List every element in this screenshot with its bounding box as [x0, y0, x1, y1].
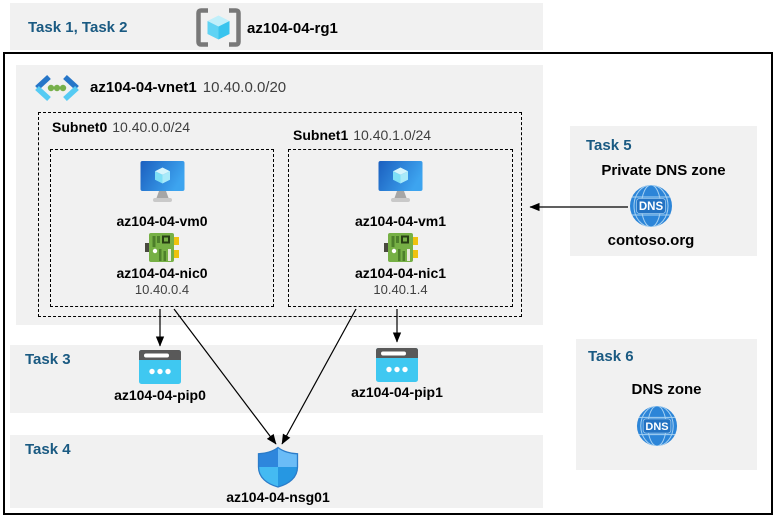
resource-group-name: az104-04-rg1	[247, 20, 338, 37]
nic1-name: az104-04-nic1	[354, 265, 447, 281]
task-4-section: Task 4 az104-04-nsg01	[10, 435, 543, 508]
vnet-title: az104-04-vnet1 10.40.0.0/20	[90, 79, 286, 97]
dns-zone-title: DNS zone	[631, 381, 702, 398]
pip1-icon	[376, 348, 418, 382]
task-4-label: Task 4	[25, 441, 71, 458]
pip1-name: az104-04-pip1	[351, 384, 443, 400]
task-5-label: Task 5	[586, 137, 632, 154]
subnets-container	[38, 112, 522, 317]
nic0-name: az104-04-nic0	[116, 265, 208, 281]
nic1-icon	[383, 233, 418, 262]
vm0-name: az104-04-vm0	[116, 213, 208, 229]
subnet1-box	[288, 149, 513, 307]
private-dns-zone-name: contoso.org	[607, 232, 695, 249]
vm0-icon	[140, 161, 184, 202]
subnet0-cidr: 10.40.0.0/24	[112, 119, 191, 135]
private-dns-zone-title: Private DNS zone	[601, 162, 726, 179]
task-1-2-section: Task 1, Task 2 az104-04-rg1	[10, 3, 543, 50]
vnet-name: az104-04-vnet1	[90, 79, 197, 96]
vm1-name: az104-04-vm1	[354, 213, 447, 229]
nic0-icon	[145, 233, 179, 262]
task-1-2-label: Task 1, Task 2	[28, 19, 128, 36]
private-dns-icon: DNS	[630, 185, 672, 227]
vm1-icon	[378, 161, 423, 202]
dns-zone-icon: DNS	[636, 405, 678, 447]
task-3-label: Task 3	[25, 351, 71, 368]
pip0-icon	[139, 350, 181, 384]
nic0-ip: 10.40.0.4	[134, 282, 190, 297]
subnet1-content: az104-04-vm1 az104-04-nic1 10.40.1.4	[288, 149, 513, 307]
subnet0-box	[50, 149, 274, 307]
pip0-name: az104-04-pip0	[114, 387, 206, 403]
subnet1-name: Subnet1	[293, 127, 349, 143]
dns-icon-text: DNS	[639, 201, 664, 213]
nic1-ip: 10.40.1.4	[373, 282, 428, 297]
vnet-section	[16, 65, 543, 325]
dns-icon-text: DNS	[645, 421, 668, 433]
nsg-icon	[257, 446, 299, 488]
task-5-section: Task 5 Private DNS zone DNS contoso.org	[570, 126, 757, 256]
nsg-name: az104-04-nsg01	[226, 489, 330, 505]
resource-group-icon	[196, 8, 241, 47]
task-6-section: Task 6 DNS zone DNS	[576, 339, 757, 470]
vnet-cidr: 10.40.0.0/20	[202, 79, 287, 96]
environment-border	[3, 52, 773, 515]
virtual-network-icon	[35, 74, 79, 102]
task-6-label: Task 6	[588, 348, 634, 365]
subnet1-cidr: 10.40.1.0/24	[353, 127, 432, 143]
subnet0-content: az104-04-vm0 az104-04-nic0 10.40.0.4	[50, 149, 274, 307]
task-3-section: Task 3 az104-04-pip0 az104-04-pip1	[10, 345, 543, 413]
subnet0-name: Subnet0	[52, 119, 108, 135]
